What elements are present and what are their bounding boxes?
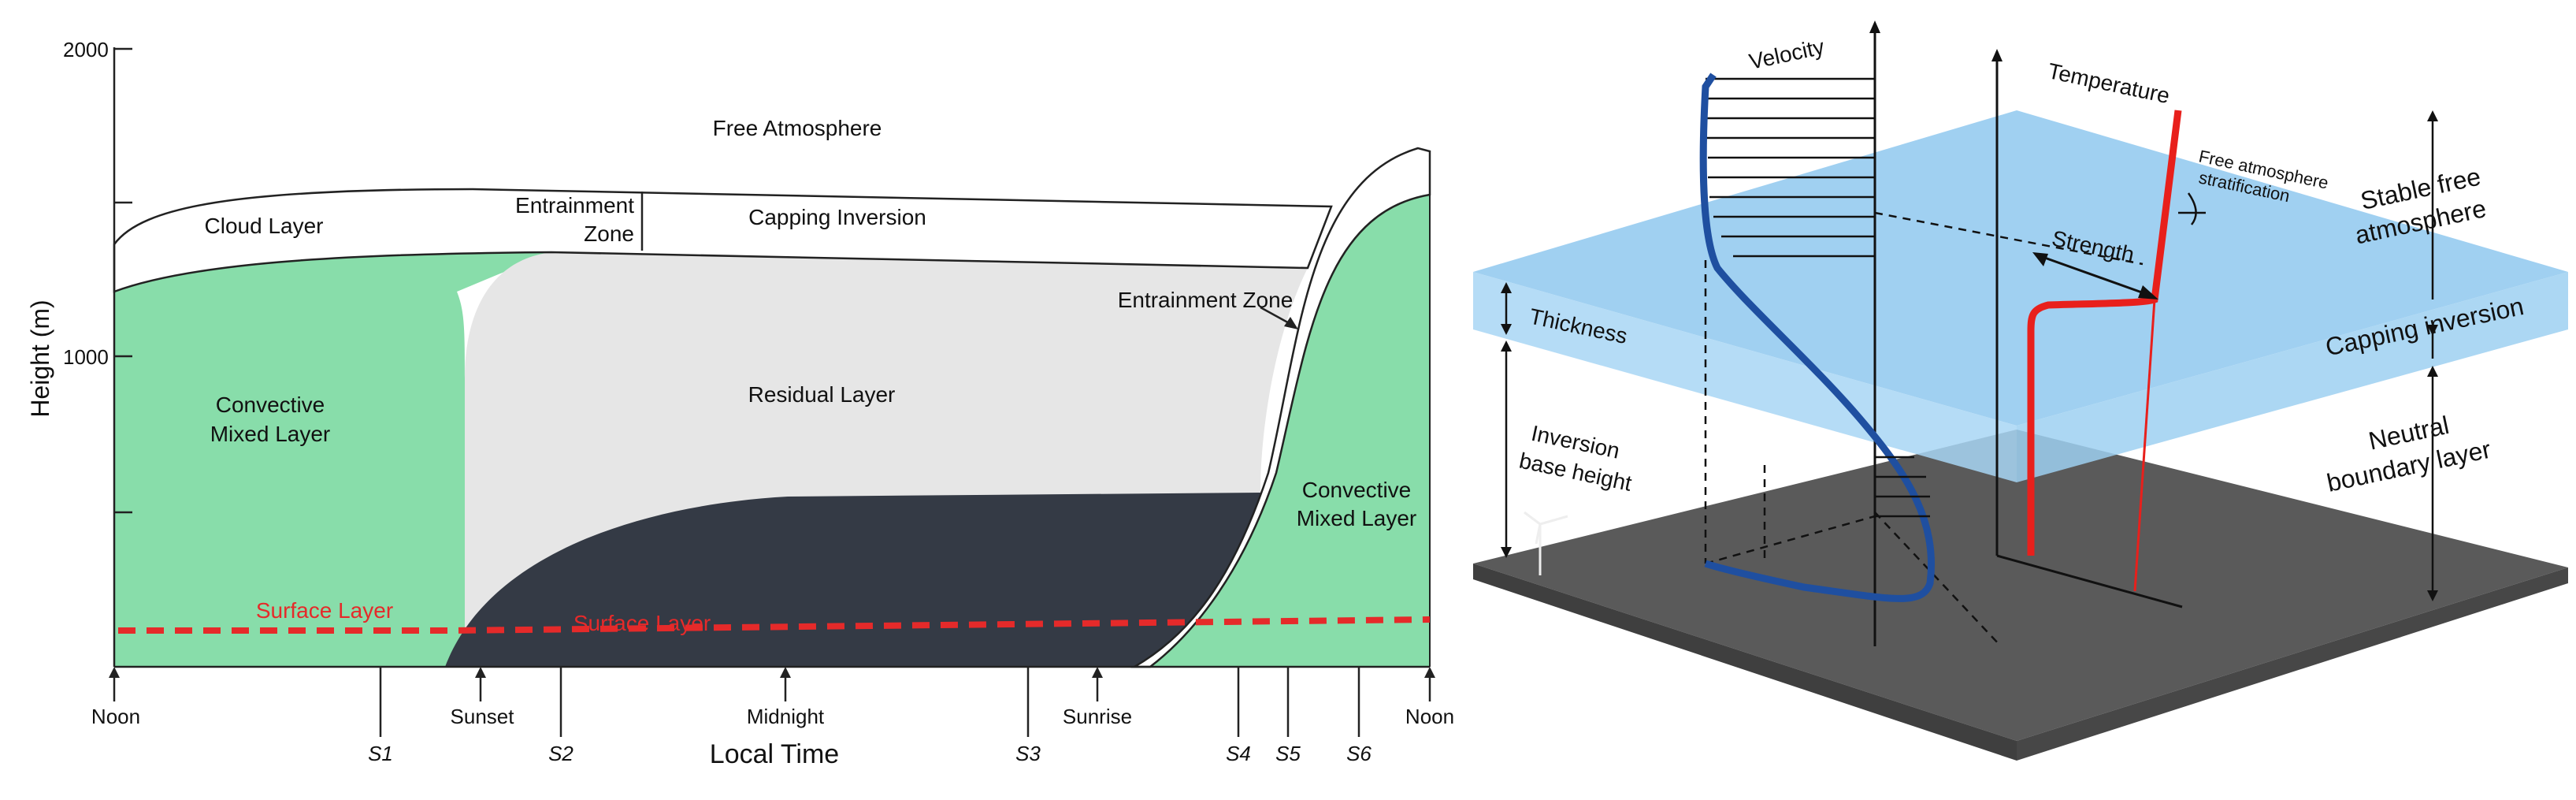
station-s6: S6 [1346,742,1372,765]
y-axis-label: Height (m) [26,300,54,417]
ground-top [1473,430,2568,741]
convective-right-label-2: Mixed Layer [1297,506,1417,530]
y-tick-label-1000: 1000 [63,345,109,369]
capping-inversion-label: Capping Inversion [748,205,926,229]
boundary-layer-diagram: 2000 1000 Height (m) Local Time Free Atm… [26,38,1454,769]
temperature-axis-head [1991,49,2003,61]
time-midnight: Midnight [747,705,825,728]
inversion-layer-front-right [2017,272,2568,482]
entrainment-zone-right-label: Entrainment Zone [1118,288,1294,312]
station-lines [379,667,1360,737]
temperature-baseline [1996,554,2183,608]
cloud-layer-label: Cloud Layer [205,214,324,238]
ground-side-left [1473,564,2017,761]
surface-layer-mid-label: Surface Layer [573,611,711,635]
convective-left-label-1: Convective [216,393,325,417]
stratification-arc [2187,192,2197,225]
station-s3: S3 [1015,742,1041,765]
strength-head-left [2032,252,2048,266]
entrainment-arrow-head [1284,317,1298,329]
temperature-free-line [2133,299,2156,592]
strength-arrow [2040,255,2151,297]
time-sunrise: Sunrise [1063,705,1132,728]
time-noon-end: Noon [1405,705,1454,728]
height-arrows-left [1501,282,1512,558]
time-sunset: Sunset [451,705,515,728]
entrainment-zone-label-2: Zone [584,221,634,246]
x-axis-label: Local Time [710,739,839,769]
strength-head-right [2138,285,2158,300]
temperature-label: Temperature [2046,58,2172,108]
convective-left-label-2: Mixed Layer [210,422,331,446]
temperature-profile [2027,110,2182,556]
convective-mixed-layer-left [114,252,551,667]
y-tick-label-2000: 2000 [63,38,109,61]
entrainment-arrow [1260,306,1293,326]
velocity-dashes [1704,211,2144,647]
station-s4: S4 [1226,742,1251,765]
velocity-hatch-lower [1875,456,1930,518]
entrainment-zone-label-1: Entrainment [515,193,634,218]
cloud-capping-band [113,188,1333,293]
entrainment-zone-right-band [1130,147,1431,668]
station-s1: S1 [368,742,393,765]
residual-layer-label: Residual Layer [748,382,896,407]
time-arrows [109,667,1435,701]
free-atmosphere-label: Free Atmosphere [713,116,882,140]
inversion-layer-front-left [1473,272,2017,482]
inversion-layer-top [1473,110,2568,426]
ground-side-right [2017,567,2568,761]
convective-right-label-1: Convective [1302,478,1412,502]
surface-layer-left-label: Surface Layer [256,598,393,623]
velocity-axis-head [1869,20,1880,33]
wind-turbine-icon [1524,511,1568,575]
station-s5: S5 [1275,742,1301,765]
height-arrows-right [2427,110,2438,601]
velocity-label: Velocity [1747,35,1827,74]
velocity-arrows [1706,77,1875,258]
time-noon-start: Noon [91,705,140,728]
inversion-3d-diagram: Velocity Temperature Free atmosphere str… [1473,20,2568,761]
station-s2: S2 [548,742,573,765]
